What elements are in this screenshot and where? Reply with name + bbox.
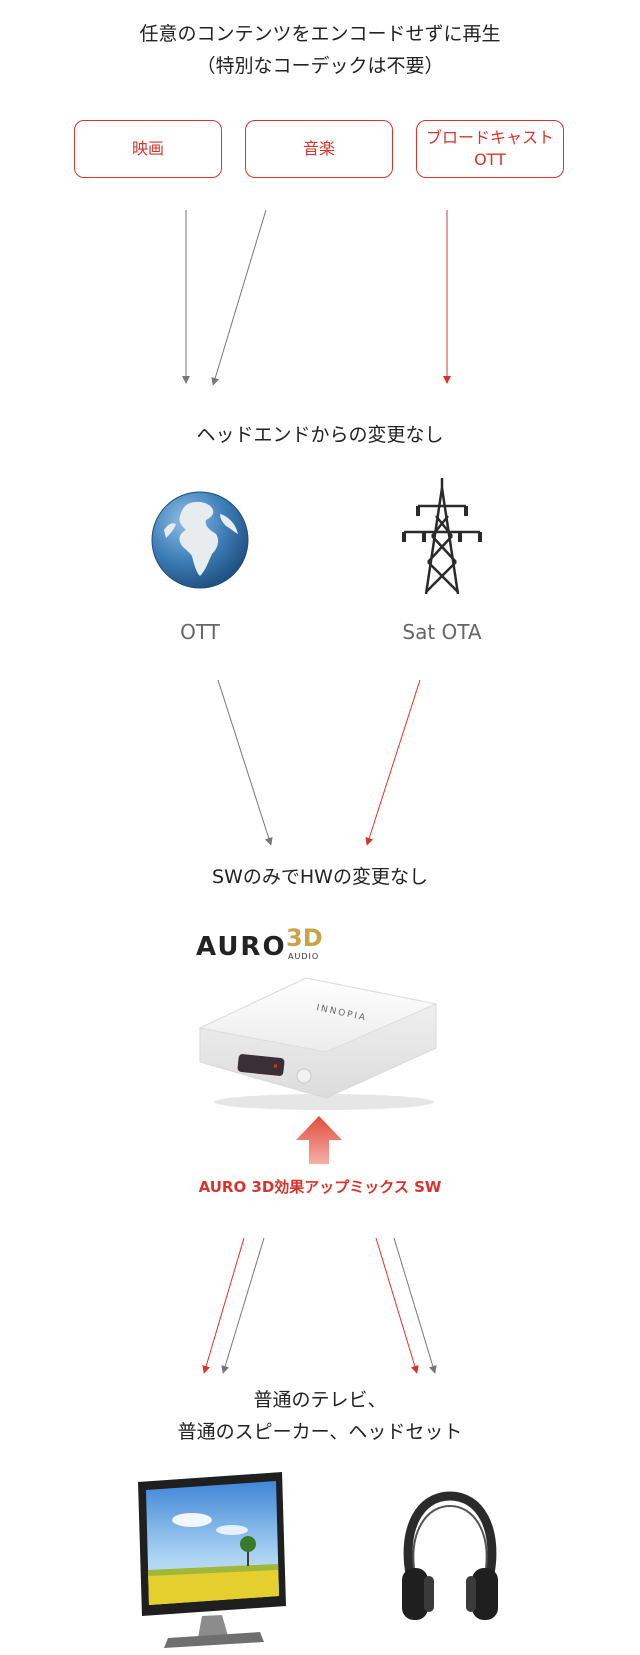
arrow-out-left-red <box>202 1237 245 1374</box>
header-line-1: 任意のコンテンツをエンコードせずに再生 <box>139 23 501 45</box>
source-ott-label: OTT <box>474 150 506 169</box>
output-note: 普通のテレビ、 普通のスピーカー、ヘッドセット <box>0 1384 640 1448</box>
arrow-ott-to-device <box>217 679 273 846</box>
headend-note: ヘッドエンドからの変更なし <box>196 424 444 446</box>
output-note-line-1: 普通のテレビ、 <box>253 1389 387 1411</box>
output-note-line-2: 普通のスピーカー、ヘッドセット <box>177 1421 463 1443</box>
headphones-icon <box>402 1491 498 1620</box>
globe-icon <box>151 491 249 589</box>
header-title: 任意のコンテンツをエンコードせずに再生 （特別なコーデックは不要） <box>0 18 640 82</box>
auro-logo-sub: AUDIO <box>288 952 320 961</box>
upmix-arrow-icon <box>296 1116 342 1164</box>
source-music: 音楽 <box>245 120 393 178</box>
source-movie: 映画 <box>74 120 222 178</box>
auro-logo-badge: 3D <box>286 924 323 952</box>
arrow-out-right-gray <box>393 1237 437 1374</box>
arrow-music-down <box>211 209 267 386</box>
source-broadcast-ott: ブロードキャスト OTT <box>416 120 564 178</box>
set-top-box-image: INNOPIA <box>198 977 438 1110</box>
source-music-label: 音楽 <box>302 139 335 158</box>
tv-monitor-image <box>138 1472 286 1648</box>
arrow-out-left-gray <box>221 1237 265 1374</box>
auro-3d-logo: AURO 3D AUDIO <box>196 924 336 966</box>
auro-logo-brand: AURO <box>196 932 287 962</box>
arrow-out-right-red <box>375 1237 419 1374</box>
header-line-2: （特別なコーデックは不要） <box>196 55 444 77</box>
source-movie-label: 映画 <box>131 139 164 158</box>
transmission-tower-icon <box>402 478 482 595</box>
ott-label: OTT <box>180 620 220 644</box>
sat-ota-label: Sat OTA <box>402 620 482 644</box>
upmix-label: AURO 3D効果アップミックス SW <box>198 1178 442 1196</box>
arrow-sat-to-device <box>365 679 421 846</box>
device-note: SWのみでHWの変更なし <box>212 866 428 888</box>
source-broadcast-label: ブロードキャスト <box>425 128 554 147</box>
